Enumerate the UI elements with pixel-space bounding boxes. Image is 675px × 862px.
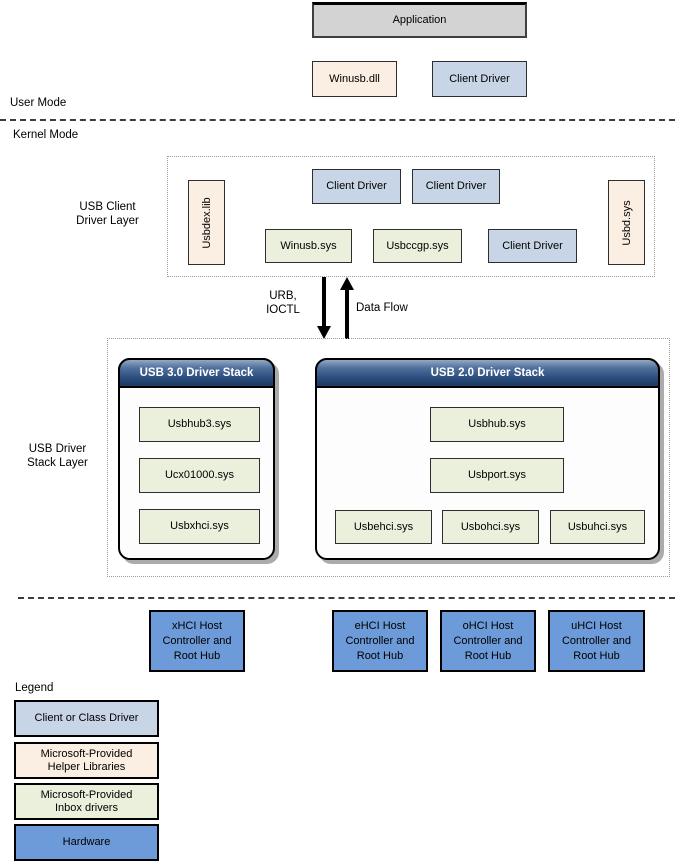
uhci-controller-box: uHCI Host Controller and Root Hub — [548, 610, 645, 672]
usbd-sys-box: Usbd.sys — [608, 180, 645, 265]
uhci-line1: uHCI Host — [571, 619, 622, 632]
usbccgp-sys-box: Usbccgp.sys — [373, 229, 462, 263]
ehci-line2: Controller and — [345, 634, 415, 647]
usbxhci-sys-label: Usbxhci.sys — [170, 520, 229, 532]
usbuhci-sys-box: Usbuhci.sys — [550, 510, 645, 544]
ehci-line1: eHCI Host — [354, 619, 406, 632]
kernel-client-driver-box-1: Client Driver — [312, 169, 401, 204]
usbehci-sys-box: Usbehci.sys — [335, 510, 432, 544]
legend-client-label: Client or Class Driver — [34, 712, 139, 724]
legend-helper-line2: Helper Libraries — [47, 760, 126, 773]
user-kernel-divider — [0, 119, 675, 121]
usb3-stack-header: USB 3.0 Driver Stack — [118, 358, 275, 388]
urb-label-line2: IOCTL — [266, 304, 300, 316]
user-client-driver-label: Client Driver — [449, 72, 510, 85]
ohci-controller-box: oHCI Host Controller and Root Hub — [440, 610, 536, 672]
kernel-client-driver-box-3: Client Driver — [488, 229, 577, 263]
usb2-driver-stack: USB 2.0 Driver Stack Usbhub.sys Usbport.… — [315, 358, 660, 560]
kernel-client-driver-label-1: Client Driver — [326, 180, 387, 192]
xhci-line1: xHCI Host — [171, 619, 223, 632]
legend-inbox-drivers: Microsoft-Provided Inbox drivers — [14, 783, 159, 820]
legend-inbox-line2: Inbox drivers — [55, 801, 118, 814]
ehci-controller-box: eHCI Host Controller and Root Hub — [332, 610, 428, 672]
usbuhci-sys-label: Usbuhci.sys — [567, 520, 628, 533]
usbdex-lib-label: Usbdex.lib — [200, 196, 213, 249]
usbccgp-sys-label: Usbccgp.sys — [386, 239, 449, 252]
usb2-stack-header: USB 2.0 Driver Stack — [315, 358, 660, 388]
usb3-stack-title: USB 3.0 Driver Stack — [139, 367, 254, 379]
usbhub-sys-box: Usbhub.sys — [430, 407, 564, 442]
ohci-line2: Controller and — [453, 634, 523, 647]
usbport-sys-box: Usbport.sys — [430, 458, 564, 493]
usbohci-sys-box: Usbohci.sys — [442, 510, 539, 544]
layer-flow-arrows — [317, 277, 354, 339]
driver-stack-layer-label-line1: USB Driver — [28, 443, 87, 455]
driver-stack-layer-label: USB Driver Stack Layer — [10, 442, 105, 470]
application-box: Application — [312, 2, 527, 38]
user-client-driver-box: Client Driver — [432, 61, 527, 97]
usb3-driver-stack: USB 3.0 Driver Stack Usbhub3.sys Ucx0100… — [118, 358, 275, 560]
data-flow-label: Data Flow — [356, 302, 408, 314]
kernel-mode-label: Kernel Mode — [13, 129, 79, 141]
user-mode-label: User Mode — [10, 97, 67, 109]
usbd-sys-label: Usbd.sys — [620, 199, 633, 246]
usbohci-sys-label: Usbohci.sys — [460, 520, 521, 533]
xhci-line2: Controller and — [162, 634, 232, 647]
usbhub-sys-label: Usbhub.sys — [468, 418, 526, 430]
kernel-client-driver-box-2: Client Driver — [412, 169, 500, 204]
kernel-client-driver-label-3: Client Driver — [502, 239, 563, 252]
legend-hardware-label: Hardware — [62, 836, 111, 848]
driver-stack-layer-label-line2: Stack Layer — [27, 457, 88, 469]
down-arrow-icon — [317, 326, 331, 339]
usbdex-lib-box: Usbdex.lib — [188, 180, 225, 265]
client-driver-layer-frame — [167, 156, 655, 277]
client-driver-layer-label-line1: USB Client — [79, 201, 136, 213]
kernel-client-driver-label-2: Client Driver — [425, 180, 487, 192]
up-arrow-icon — [340, 277, 354, 290]
uhci-line2: Controller and — [561, 634, 632, 647]
software-hardware-divider — [18, 597, 675, 599]
application-label: Application — [392, 14, 447, 26]
client-driver-layer-label-line2: Driver Layer — [76, 215, 139, 227]
urb-label-line1: URB, — [269, 290, 297, 302]
usbhub3-sys-label: Usbhub3.sys — [167, 418, 232, 430]
winusb-sys-box: Winusb.sys — [265, 229, 352, 263]
usbhub3-sys-box: Usbhub3.sys — [139, 407, 260, 442]
usbxhci-sys-box: Usbxhci.sys — [139, 509, 260, 544]
legend-helper-line1: Microsoft-Provided — [40, 747, 133, 760]
legend-inbox-line1: Microsoft-Provided — [40, 788, 133, 801]
winusb-sys-label: Winusb.sys — [280, 239, 337, 252]
uhci-line3: Root Hub — [573, 649, 620, 662]
ohci-line1: oHCI Host — [462, 619, 514, 632]
legend-title: Legend — [15, 682, 54, 694]
ohci-line3: Root Hub — [464, 649, 512, 662]
xhci-line3: Root Hub — [173, 649, 221, 662]
winusb-dll-label: Winusb.dll — [329, 72, 380, 85]
xhci-controller-box: xHCI Host Controller and Root Hub — [149, 610, 245, 672]
winusb-dll-box: Winusb.dll — [312, 61, 397, 97]
ucx01000-sys-box: Ucx01000.sys — [139, 458, 260, 493]
legend-client-or-class-driver: Client or Class Driver — [14, 700, 159, 737]
usbehci-sys-label: Usbehci.sys — [353, 520, 414, 533]
usbport-sys-label: Usbport.sys — [467, 469, 527, 481]
legend-hardware: Hardware — [14, 824, 159, 861]
urb-ioctl-label: URB, IOCTL — [255, 289, 311, 317]
legend-helper-libraries: Microsoft-Provided Helper Libraries — [14, 742, 159, 779]
driver-stack-layer-frame — [107, 338, 670, 577]
client-driver-layer-label: USB Client Driver Layer — [55, 200, 160, 228]
ucx01000-sys-label: Ucx01000.sys — [164, 469, 235, 481]
ehci-line3: Root Hub — [356, 649, 404, 662]
usb2-stack-title: USB 2.0 Driver Stack — [430, 367, 545, 379]
